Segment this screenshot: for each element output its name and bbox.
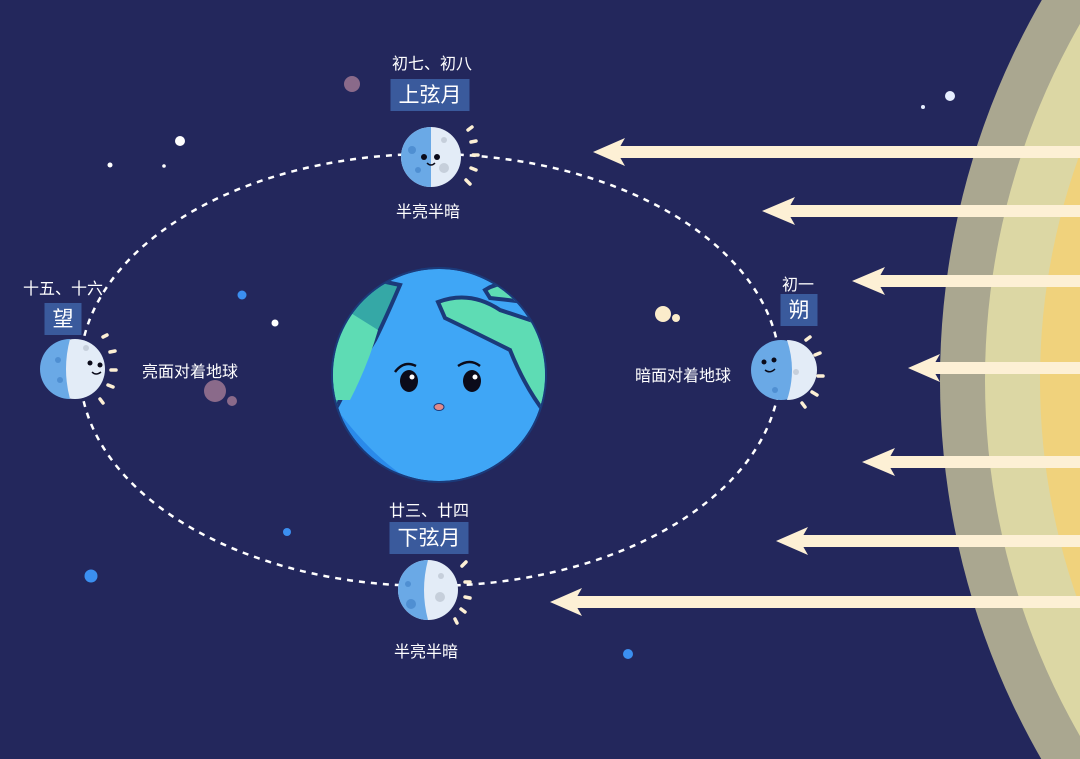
ray-arrow-icon	[852, 267, 1080, 295]
sun-icon	[940, 0, 1080, 759]
moon-full-icon	[40, 333, 118, 405]
first-quarter-description: 半亮半暗	[395, 202, 461, 221]
last-quarter-name: 下弦月	[389, 522, 469, 554]
ray-arrow-icon	[762, 197, 1080, 225]
ray-arrow-icon	[550, 588, 1080, 616]
first-quarter-name: 上弦月	[390, 79, 470, 111]
full-moon-date: 十五、十六	[22, 279, 104, 298]
ray-arrow-icon	[776, 527, 1080, 555]
moon-last-quarter-icon	[398, 560, 472, 625]
new-moon-description: 暗面对着地球	[634, 366, 732, 385]
new-moon-date: 初一	[781, 275, 815, 294]
moon-first-quarter-icon	[401, 125, 480, 187]
stars	[84, 76, 955, 659]
full-moon-description: 亮面对着地球	[141, 362, 239, 381]
ray-arrow-icon	[862, 448, 1080, 476]
last-quarter-date: 廿三、廿四	[388, 501, 470, 520]
full-moon-name: 望	[44, 303, 82, 335]
new-moon-name: 朔	[780, 294, 818, 326]
moon-new-icon	[751, 335, 825, 409]
last-quarter-description: 半亮半暗	[393, 642, 459, 661]
ray-arrow-icon	[593, 138, 1080, 166]
ray-arrow-icon	[908, 354, 1080, 382]
earth-icon	[331, 267, 547, 483]
first-quarter-date: 初七、初八	[391, 54, 473, 73]
sun-rays	[550, 138, 1080, 616]
